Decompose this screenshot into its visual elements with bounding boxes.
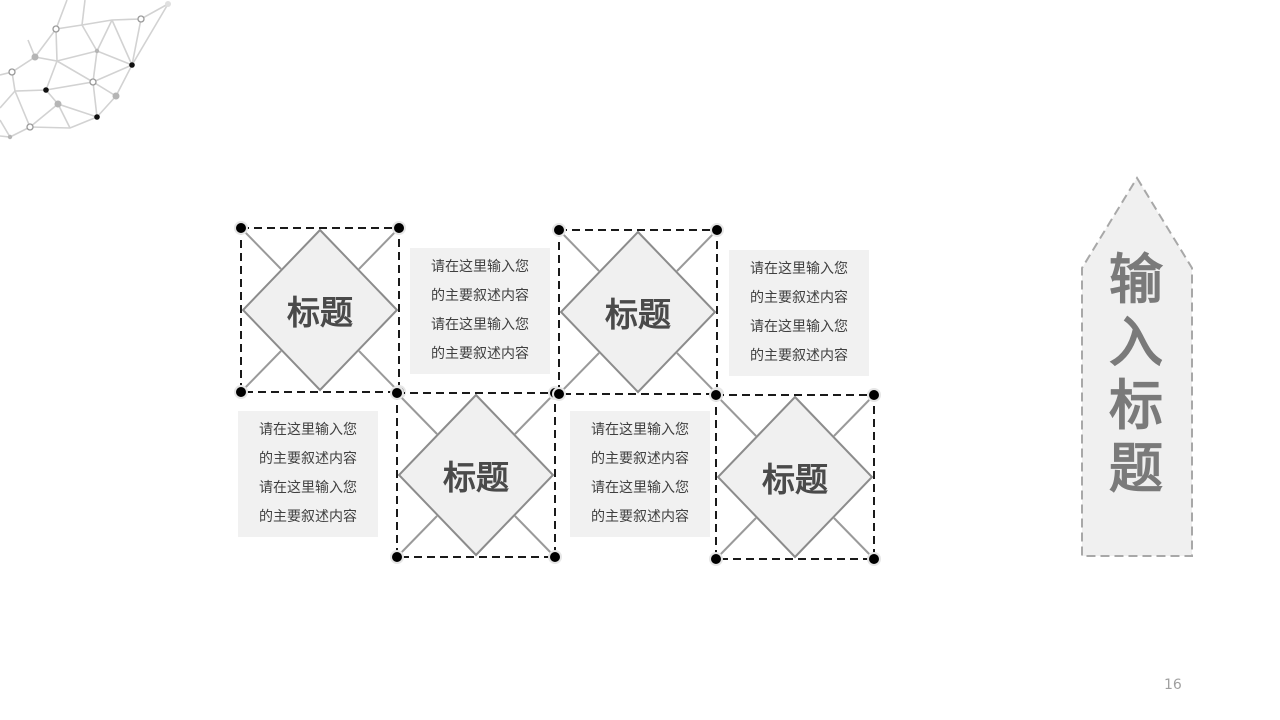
description-line: 的主要叙述内容 bbox=[259, 451, 357, 467]
description-line: 的主要叙述内容 bbox=[431, 346, 529, 362]
description-line: 请在这里输入您 bbox=[431, 259, 529, 275]
description-line: 的主要叙述内容 bbox=[750, 290, 848, 306]
tile-title: 标题 bbox=[443, 458, 509, 497]
description-line: 的主要叙述内容 bbox=[259, 509, 357, 525]
description-line: 请在这里输入您 bbox=[750, 319, 848, 335]
tile-title: 标题 bbox=[605, 295, 671, 334]
title-tile-3[interactable]: 标题 bbox=[552, 223, 724, 401]
description-line: 请在这里输入您 bbox=[259, 422, 357, 438]
description-box-1[interactable]: 请在这里输入您 的主要叙述内容 请在这里输入您 的主要叙述内容 bbox=[410, 248, 550, 374]
description-line: 请在这里输入您 bbox=[591, 422, 689, 438]
banner-char: 题 bbox=[1109, 437, 1163, 500]
tile-title: 标题 bbox=[287, 293, 353, 332]
banner-char: 标 bbox=[1109, 374, 1163, 437]
description-line: 的主要叙述内容 bbox=[750, 348, 848, 364]
network-decoration-icon bbox=[0, 0, 171, 140]
description-line: 请在这里输入您 bbox=[591, 480, 689, 496]
description-line: 请在这里输入您 bbox=[431, 317, 529, 333]
banner-title[interactable]: 输 入 标 题 bbox=[1081, 248, 1191, 500]
page-number: 16 bbox=[1164, 677, 1182, 693]
title-tile-1[interactable]: 标题 bbox=[234, 221, 406, 399]
diamond-frame-icon bbox=[390, 386, 562, 564]
title-tile-2[interactable]: 标题 bbox=[390, 386, 562, 564]
description-line: 的主要叙述内容 bbox=[591, 509, 689, 525]
description-line: 请在这里输入您 bbox=[259, 480, 357, 496]
arrow-banner-shape bbox=[1081, 176, 1193, 557]
banner-char: 输 bbox=[1109, 248, 1163, 311]
banner-char: 入 bbox=[1109, 311, 1163, 374]
description-line: 的主要叙述内容 bbox=[591, 451, 689, 467]
diamond-frame-icon bbox=[709, 388, 881, 566]
description-box-2[interactable]: 请在这里输入您 的主要叙述内容 请在这里输入您 的主要叙述内容 bbox=[729, 250, 869, 376]
description-line: 的主要叙述内容 bbox=[431, 288, 529, 304]
diamond-frame-icon bbox=[552, 223, 724, 401]
description-box-3[interactable]: 请在这里输入您 的主要叙述内容 请在这里输入您 的主要叙述内容 bbox=[238, 411, 378, 537]
description-box-4[interactable]: 请在这里输入您 的主要叙述内容 请在这里输入您 的主要叙述内容 bbox=[570, 411, 710, 537]
tile-title: 标题 bbox=[762, 460, 828, 499]
description-line: 请在这里输入您 bbox=[750, 261, 848, 277]
title-tile-4[interactable]: 标题 bbox=[709, 388, 881, 566]
